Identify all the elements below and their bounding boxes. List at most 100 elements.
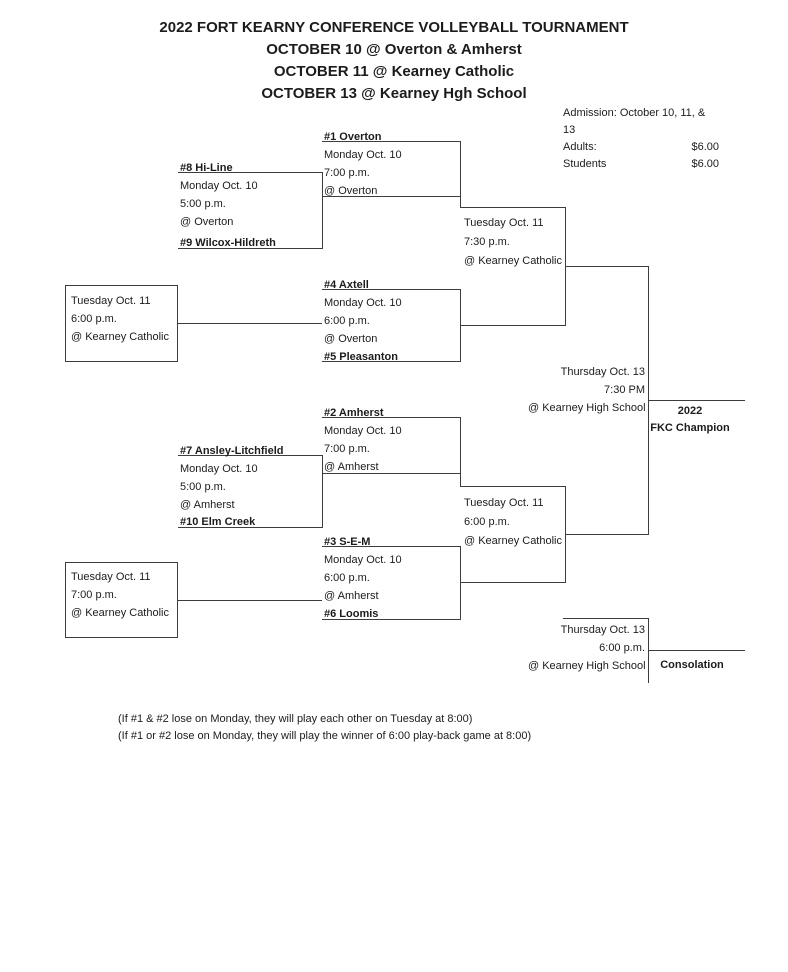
game-date: Monday Oct. 10	[324, 425, 402, 437]
bracket-line-consolation-entrant	[563, 618, 648, 619]
playback-bottom-game-info: Tuesday Oct. 11 7:00 p.m. @ Kearney Cath…	[71, 568, 169, 622]
bracket-line-playin-bottom-b	[178, 527, 322, 528]
game-date: Tuesday Oct. 11	[464, 497, 544, 509]
champion-label: 2022 FKC Champion	[648, 403, 732, 437]
bracket-connector-playin-bottom	[322, 455, 323, 528]
page-title: 2022 FORT KEARNY CONFERENCE VOLLEYBALL T…	[159, 19, 629, 36]
consolation-game-info: Thursday Oct. 13 6:00 p.m. @ Kearney Hig…	[528, 621, 646, 675]
qf1-seed-top: #1 Overton	[324, 131, 382, 143]
page-header: 2022 FORT KEARNY CONFERENCE VOLLEYBALL T…	[0, 17, 788, 105]
game-time: 6:00 p.m.	[599, 642, 645, 654]
playin-top-game-info: Monday Oct. 10 5:00 p.m. @ Overton	[180, 177, 258, 231]
game-venue: @ Overton	[324, 333, 378, 345]
bracket-connector-sf1	[565, 207, 566, 326]
bracket-connector-consolation	[648, 618, 649, 683]
game-time: 7:00 p.m.	[324, 167, 370, 179]
admission-adults-label: Adults:	[563, 141, 597, 153]
footnote-2: (If #1 or #2 lose on Monday, they will p…	[118, 730, 532, 742]
bracket-line-champion	[648, 400, 745, 401]
game-time: 5:00 p.m.	[180, 198, 226, 210]
bracket-line-sf2-winner	[565, 534, 648, 535]
header-date-line-1: OCTOBER 10 @ Overton & Amherst	[266, 41, 522, 58]
bracket-line-qf4-winner	[460, 582, 565, 583]
playin-bottom-seed-top: #7 Ansley-Litchfield	[180, 445, 284, 457]
bracket-line-sf2-top-entrant	[460, 486, 565, 487]
champion-label-text: FKC Champion	[650, 422, 730, 434]
sf1-game-info: Tuesday Oct. 11 7:30 p.m. @ Kearney Cath…	[464, 214, 562, 271]
game-date: Tuesday Oct. 11	[464, 217, 544, 229]
game-date: Monday Oct. 10	[324, 554, 402, 566]
header-date-line-2: OCTOBER 11 @ Kearney Catholic	[273, 63, 515, 80]
game-time: 6:00 p.m.	[464, 516, 510, 528]
bracket-connector-sf2	[565, 486, 566, 583]
bracket-line-playin-top-a	[178, 172, 322, 173]
game-venue: @ Kearney Catholic	[71, 607, 169, 619]
admission-adults-price: $6.00	[691, 141, 719, 153]
game-venue: @ Kearney High School	[528, 402, 646, 414]
bracket-line-sf1-top-entrant	[460, 207, 565, 208]
bracket-line-qf4-bottom	[322, 619, 460, 620]
consolation-label: Consolation	[660, 659, 724, 671]
game-venue: @ Amherst	[180, 499, 235, 511]
game-date: Monday Oct. 10	[324, 149, 402, 161]
game-time: 6:00 p.m.	[324, 315, 370, 327]
bracket-connector-playin-top	[322, 172, 323, 249]
game-time: 7:00 p.m.	[324, 443, 370, 455]
bracket-connector-qf2	[460, 289, 461, 362]
footnote-1: (If #1 & #2 lose on Monday, they will pl…	[118, 713, 473, 725]
playin-top-seed-bottom: #9 Wilcox-Hildreth	[180, 237, 276, 249]
game-time: 7:30 PM	[604, 384, 645, 396]
qf3-game-info: Monday Oct. 10 7:00 p.m. @ Amherst	[324, 422, 402, 476]
bracket-line-qf2-winner	[460, 325, 565, 326]
bracket-connector-qf1	[460, 141, 461, 208]
bracket-line-playback-top-winner	[178, 323, 322, 324]
qf2-seed-top: #4 Axtell	[324, 279, 369, 291]
game-date: Thursday Oct. 13	[560, 366, 645, 378]
bracket-line-playin-top-b	[178, 248, 322, 249]
admission-info: Admission: October 10, 11, & 13 Adults: …	[563, 105, 719, 173]
game-date: Tuesday Oct. 11	[71, 295, 151, 307]
header-date-line-3: OCTOBER 13 @ Kearney Hgh School	[261, 85, 527, 102]
game-venue: @ Overton	[324, 185, 378, 197]
bracket-line-qf3-bottom	[322, 473, 460, 474]
game-time: 6:00 p.m.	[324, 572, 370, 584]
game-date: Monday Oct. 10	[324, 297, 402, 309]
game-time: 5:00 p.m.	[180, 481, 226, 493]
qf4-game-info: Monday Oct. 10 6:00 p.m. @ Amherst	[324, 551, 402, 605]
playin-bottom-game-info: Monday Oct. 10 5:00 p.m. @ Amherst	[180, 460, 258, 514]
admission-students-label: Students	[563, 158, 607, 170]
game-venue: @ Overton	[180, 216, 234, 228]
game-venue: @ Kearney Catholic	[464, 255, 562, 267]
bracket-line-playback-bottom-winner	[178, 600, 322, 601]
playback-bottom-game-box	[65, 562, 178, 638]
playin-bottom-seed-bottom: #10 Elm Creek	[180, 516, 256, 528]
bracket-line-qf2-bottom	[322, 361, 460, 362]
sf2-game-info: Tuesday Oct. 11 6:00 p.m. @ Kearney Cath…	[464, 494, 562, 551]
bracket-line-consolation-winner	[648, 650, 745, 651]
bracket-connector-qf3	[460, 417, 461, 487]
admission-heading: Admission: October 10, 11, & 13	[563, 107, 706, 136]
playin-top-seed-top: #8 Hi-Line	[180, 162, 233, 174]
game-venue: @ Amherst	[324, 461, 379, 473]
game-date: Monday Oct. 10	[180, 463, 258, 475]
bracket-line-qf1-top	[322, 141, 460, 142]
qf2-game-info: Monday Oct. 10 6:00 p.m. @ Overton	[324, 294, 402, 348]
game-venue: @ Kearney High School	[528, 660, 646, 672]
admission-row-students: Students $6.00	[563, 156, 719, 173]
game-venue: @ Amherst	[324, 590, 379, 602]
qf2-seed-bottom: #5 Pleasanton	[324, 351, 398, 363]
bracket-line-qf4-top	[322, 546, 460, 547]
game-date: Thursday Oct. 13	[560, 624, 645, 636]
qf4-seed-bottom: #6 Loomis	[324, 608, 379, 620]
game-date: Tuesday Oct. 11	[71, 571, 151, 583]
champion-label-year: 2022	[677, 405, 703, 417]
admission-row-adults: Adults: $6.00	[563, 139, 719, 156]
bracket-line-qf3-top	[322, 417, 460, 418]
bracket-connector-qf4	[460, 546, 461, 620]
admission-students-price: $6.00	[691, 158, 719, 170]
bracket-line-playin-bottom-a	[178, 455, 322, 456]
bracket-line-qf1-bottom	[322, 196, 460, 197]
final-game-info: Thursday Oct. 13 7:30 PM @ Kearney High …	[528, 363, 646, 417]
game-venue: @ Kearney Catholic	[464, 535, 562, 547]
